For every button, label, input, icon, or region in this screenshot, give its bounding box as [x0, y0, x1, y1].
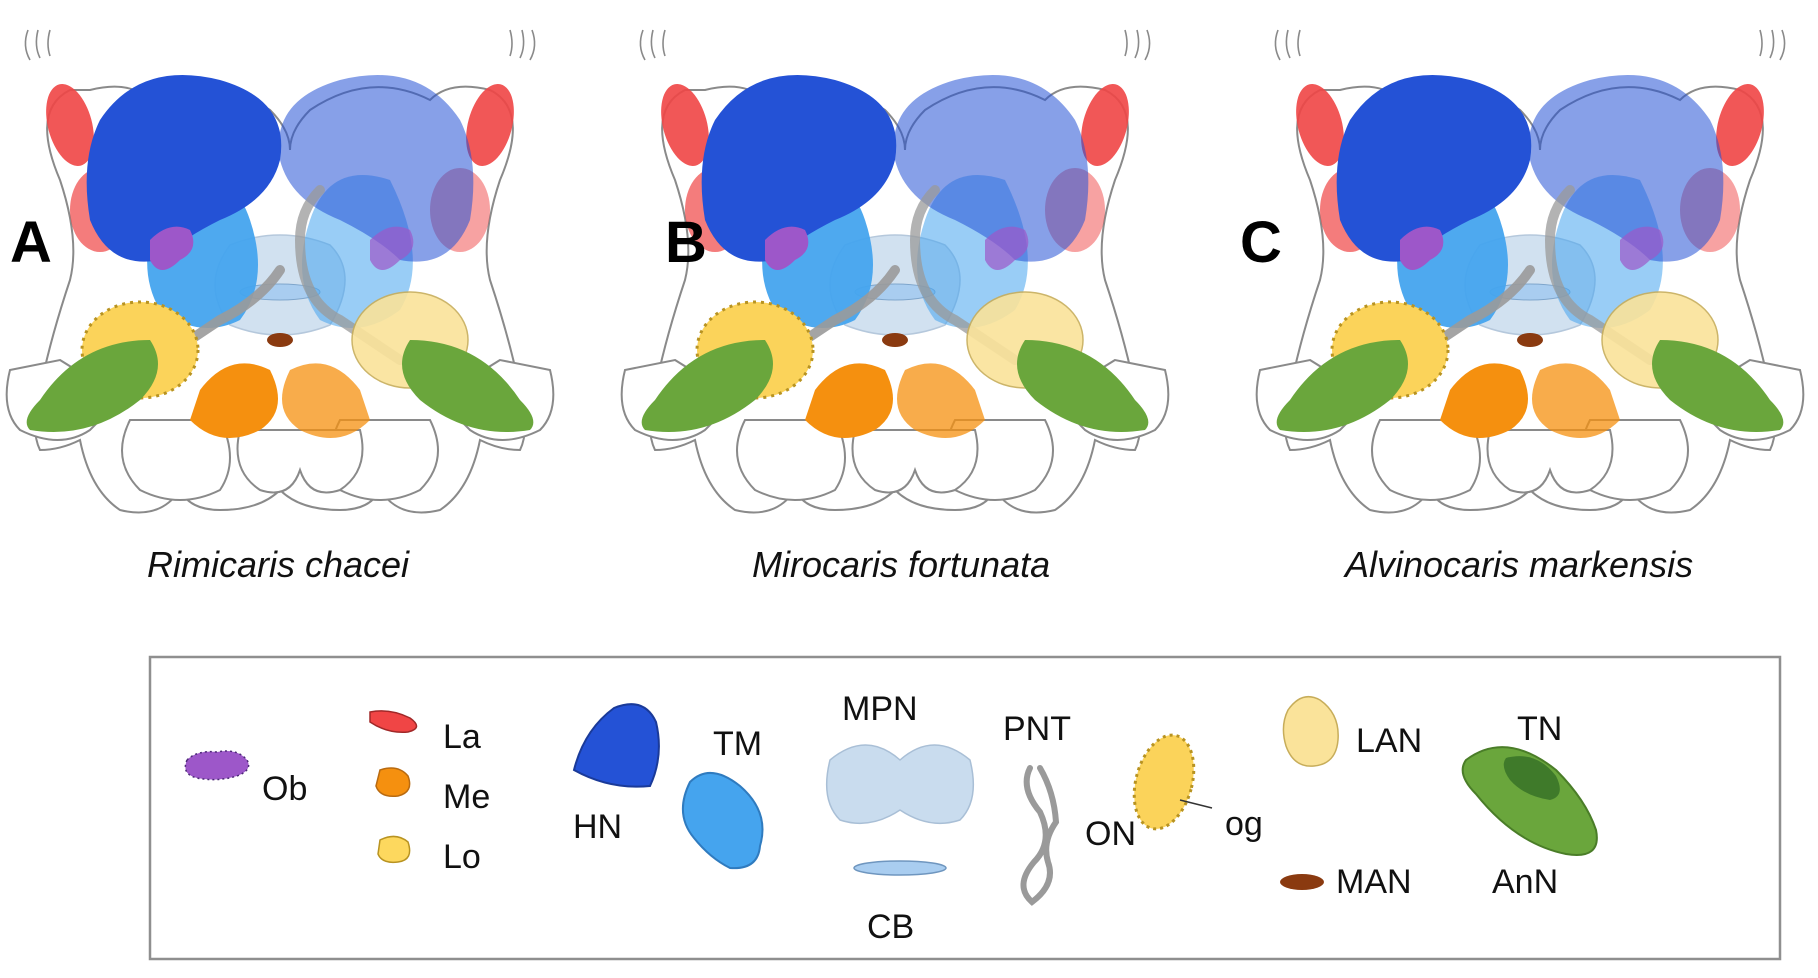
legend-on-icon — [1132, 733, 1196, 831]
legend-label-cb: CB — [867, 908, 914, 946]
legend-tm-icon — [682, 772, 764, 870]
species-name-c: Alvinocaris markensis — [1343, 544, 1693, 585]
legend-label-hn: HN — [573, 808, 622, 846]
legend-label-mpn: MPN — [842, 690, 918, 728]
legend-label-tn: TN — [1517, 710, 1562, 748]
legend-man-icon — [1280, 874, 1324, 890]
panel-letter-a: A — [10, 210, 52, 275]
legend-la-icon — [369, 710, 418, 734]
legend-label-lo: Lo — [443, 838, 481, 876]
legend-hn-icon — [572, 703, 660, 788]
legend-lo-icon — [377, 835, 411, 864]
legend-ann-icon — [1461, 746, 1598, 856]
panel-letter-b: B — [665, 210, 707, 275]
brain-schematic-c — [1257, 30, 1804, 513]
legend-label-og: og — [1225, 805, 1263, 843]
species-name-a: Rimicaris chacei — [147, 544, 410, 585]
brain-schematic-a — [7, 30, 554, 513]
legend-label-man: MAN — [1336, 863, 1412, 901]
legend-label-tm: TM — [713, 725, 762, 763]
legend-pnt-icon — [1020, 765, 1060, 906]
legend-ob-icon — [184, 750, 250, 781]
species-name-b: Mirocaris fortunata — [752, 544, 1050, 585]
legend-label-on: ON — [1085, 815, 1136, 853]
legend-lan-icon — [1282, 695, 1339, 767]
legend-og-pointer — [1179, 799, 1213, 809]
legend-label-ann: AnN — [1492, 863, 1558, 901]
legend-label-la: La — [443, 718, 481, 756]
panel-letter-c: C — [1240, 210, 1282, 275]
legend-tn-icon — [1503, 756, 1560, 800]
legend-me-icon — [375, 767, 411, 798]
legend-label-me: Me — [443, 778, 490, 816]
legend-label-ob: Ob — [262, 770, 307, 808]
legend-mpn-icon — [825, 744, 975, 825]
legend-cb-icon — [853, 860, 947, 876]
legend-label-pnt: PNT — [1003, 710, 1071, 748]
legend-label-lan: LAN — [1356, 722, 1422, 760]
